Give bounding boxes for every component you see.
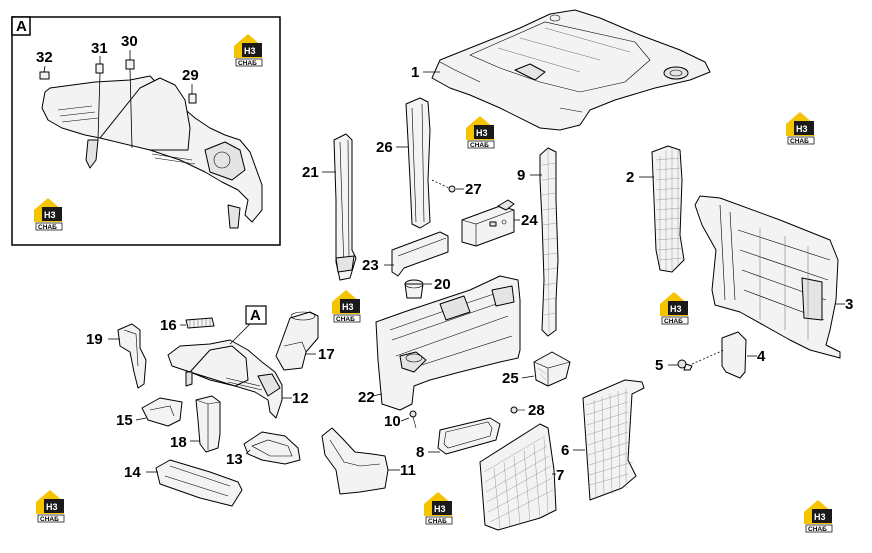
part-1-headliner [431,9,711,131]
part-2-pillar-trim [651,145,685,273]
callout-18: 18 [170,434,187,451]
part-24-control-module [461,199,515,247]
callout-22: 22 [358,389,375,406]
callout-24: 24 [521,212,538,229]
callout-3: 3 [845,296,853,313]
part-15-bracket [141,397,183,427]
callout-16: 16 [160,317,177,334]
watermark-logo: СНАБ [423,491,453,525]
part-18-duct [195,395,221,453]
part-17-duct [275,311,319,371]
callout-10: 10 [384,413,401,430]
part-13-duct [243,431,301,465]
svg-text:СНАБ: СНАБ [664,318,683,325]
callout-1: 1 [411,64,419,81]
callout-23: 23 [362,257,379,274]
callout-13: 13 [226,451,243,468]
callout-5: 5 [655,357,663,374]
part-14-step-trim [155,459,243,507]
callout-29: 29 [182,67,199,84]
part-23-bracket [391,231,449,277]
watermark-logo: СНАБ [35,489,65,523]
inset-label: A [16,18,27,35]
callout-17: 17 [318,346,335,363]
part-21-pillar-trim [333,133,357,281]
callout-11: 11 [400,462,416,479]
inset-leaders [43,50,193,149]
inset-rear-shelf-part [39,59,263,229]
watermark-logo: СНАБ [803,499,833,533]
watermark-logo: СНАБ [465,115,495,149]
svg-text:A: A [250,307,261,324]
part-25-storage-bin [533,351,571,387]
svg-text:СНАБ: СНАБ [428,518,447,525]
part-9-pillar-trim [539,147,559,337]
section-tag-a: A [229,305,267,345]
svg-text:СНАБ: СНАБ [808,526,827,533]
callout-21: 21 [302,164,319,181]
watermark-logo: СНАБ [659,291,689,325]
callout-2: 2 [626,169,634,186]
callout-32: 32 [36,49,53,66]
watermark-logo: СНАБ [785,111,815,145]
svg-text:СНАБ: СНАБ [40,516,59,523]
callout-15: 15 [116,412,133,429]
callout-27: 27 [465,181,482,198]
callout-9: 9 [517,167,525,184]
watermark-logo: СНАБ [233,33,263,67]
svg-text:СНАБ: СНАБ [470,142,489,149]
callout-12: 12 [292,390,309,407]
svg-text:СНАБ: СНАБ [336,316,355,323]
part-3-side-panel [694,195,841,359]
part-8-bezel-frame [437,417,501,455]
callout-19: 19 [86,331,103,348]
part-10-screw [409,410,417,429]
callout-6: 6 [561,442,569,459]
callout-31: 31 [91,40,108,57]
callout-7: 7 [556,467,564,484]
callout-4: 4 [757,348,766,365]
part-28-screw [510,406,525,414]
part-22-quarter-panel [375,275,521,411]
part-16-grille [185,317,215,329]
svg-text:СНАБ: СНАБ [238,60,257,67]
part-11-corner-trim [321,427,389,495]
svg-text:СНАБ: СНАБ [790,138,809,145]
callout-20: 20 [434,276,451,293]
part-12-rear-shelf [167,339,283,419]
callout-14: 14 [124,464,141,481]
part-4-access-cover [721,331,747,379]
part-7-mesh-panel [479,423,557,531]
watermark-logo: СНАБ [331,289,361,323]
watermark-logo: СНАБ [33,197,63,231]
part-27-screw [431,179,456,193]
callout-25: 25 [502,370,519,387]
part-19-pillar-bracket [117,323,147,389]
callout-30: 30 [121,33,138,50]
part-5-clip [677,349,725,371]
part-26-pillar-trim [405,97,431,229]
inset-label-box [11,16,31,36]
callout-8: 8 [416,444,424,461]
part-6-mesh-panel [582,379,645,501]
callout-28: 28 [528,402,545,419]
callout-26: 26 [376,139,393,156]
part-20-cup-holder [404,279,424,299]
svg-text:СНАБ: СНАБ [38,224,57,231]
